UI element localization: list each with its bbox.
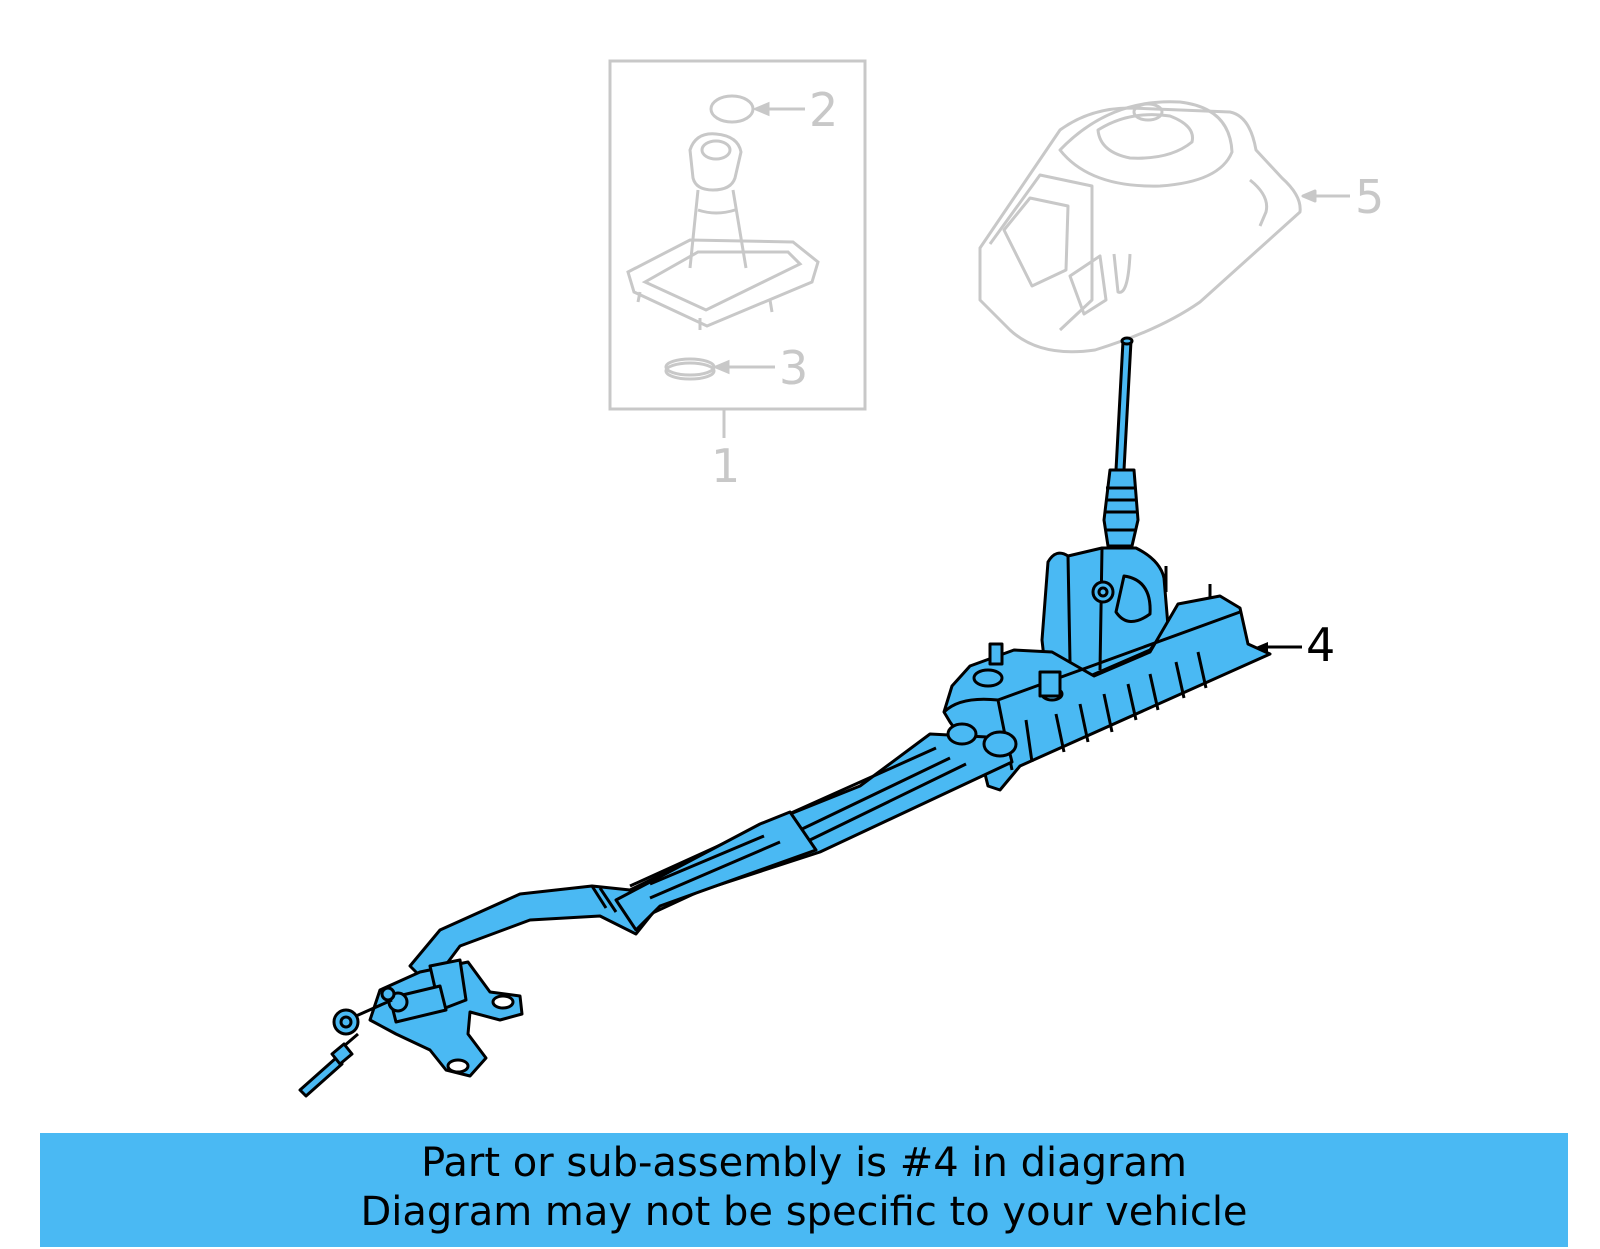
callout-5: 5 xyxy=(1355,170,1385,224)
part-3-ring xyxy=(664,357,716,377)
banner-line-2: Diagram may not be specific to your vehi… xyxy=(360,1189,1248,1235)
callout-4: 4 xyxy=(1306,618,1336,672)
shift-lever-rod xyxy=(1114,339,1133,472)
shift-boot xyxy=(688,189,748,269)
part-2-insert xyxy=(709,94,755,124)
callout-1: 1 xyxy=(711,439,741,493)
banner-line-1: Part or sub-assembly is #4 in diagram xyxy=(421,1140,1187,1186)
callout-2: 2 xyxy=(809,83,839,137)
lever-collar xyxy=(1102,468,1140,548)
transmission-bracket xyxy=(368,960,524,1078)
cable-end-rod xyxy=(298,1056,344,1098)
part-5-console-housing xyxy=(978,100,1350,354)
boot-base xyxy=(626,238,820,328)
shift-knob xyxy=(688,132,743,192)
info-banner: Part or sub-assembly is #4 in diagram Di… xyxy=(40,1133,1568,1247)
part-4-shifter-assembly xyxy=(298,336,1302,1098)
callout-3: 3 xyxy=(779,341,809,395)
part-1-frame xyxy=(608,59,867,411)
part-1-boot-assembly xyxy=(608,59,867,438)
